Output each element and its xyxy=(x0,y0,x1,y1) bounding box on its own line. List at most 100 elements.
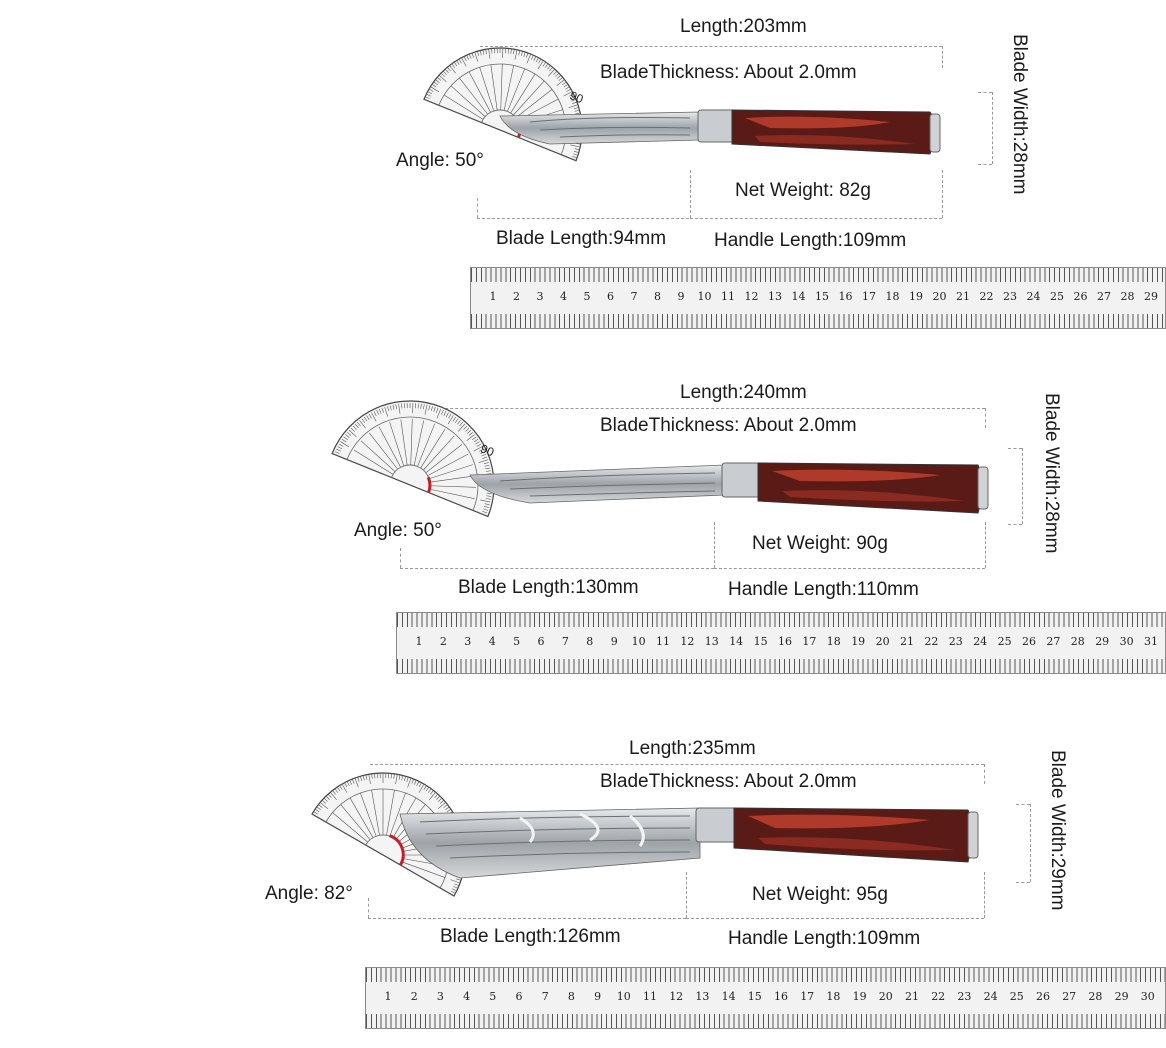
ruler-number: 8 xyxy=(654,290,661,303)
handle-length-dim-line xyxy=(690,218,942,219)
ruler-number: 27 xyxy=(1062,990,1077,1003)
ruler-number: 8 xyxy=(567,990,575,1003)
ruler-number: 26 xyxy=(1036,990,1050,1003)
ruler-number: 19 xyxy=(851,635,866,648)
ruler-number: 26 xyxy=(1073,290,1088,303)
ruler-number: 30 xyxy=(1140,990,1155,1003)
blade-thickness-label: BladeThickness: About 2.0mm xyxy=(600,771,857,792)
blade-width-dim-line xyxy=(992,92,993,164)
blade-width-label: Blade Width:29mm xyxy=(1047,750,1068,911)
ruler-number: 14 xyxy=(729,635,744,648)
ruler-number: 15 xyxy=(753,635,768,648)
blade-thickness-label: BladeThickness: About 2.0mm xyxy=(600,415,857,436)
ruler-number: 29 xyxy=(1095,635,1110,648)
ruler-number: 21 xyxy=(956,290,970,303)
ruler-number: 15 xyxy=(747,990,762,1003)
knife-panel-2: Length:240mm BladeThickness: About 2.0mm… xyxy=(331,382,1166,674)
ruler-number: 2 xyxy=(513,290,520,303)
blade-thickness-label: BladeThickness: About 2.0mm xyxy=(600,62,857,83)
ruler-number: 11 xyxy=(643,990,657,1003)
net-weight-label: Net Weight: 95g xyxy=(752,884,888,905)
ruler-number: 25 xyxy=(1050,290,1064,303)
ruler-number: 6 xyxy=(607,290,614,303)
ruler-number: 16 xyxy=(774,990,788,1003)
ruler-number: 19 xyxy=(909,290,923,303)
ruler-number: 26 xyxy=(1022,635,1036,648)
ruler-number: 27 xyxy=(1097,290,1111,303)
ruler-number: 23 xyxy=(957,990,972,1003)
ruler-number: 17 xyxy=(862,290,876,303)
ruler-number: 13 xyxy=(768,290,782,303)
blade-length-label: Blade Length:94mm xyxy=(496,228,667,249)
ruler-number: 18 xyxy=(826,635,841,648)
ruler-number: 9 xyxy=(677,290,685,303)
ruler-number: 17 xyxy=(800,990,815,1003)
ruler-number: 5 xyxy=(513,635,521,648)
knife-image xyxy=(499,109,941,155)
ruler-number: 1 xyxy=(415,635,423,648)
angle-label: Angle: 82° xyxy=(265,883,353,904)
ruler-number: 20 xyxy=(932,290,947,303)
blade-length-label: Blade Length:130mm xyxy=(458,577,639,598)
ruler-number: 5 xyxy=(583,290,591,303)
ruler-number: 17 xyxy=(802,635,817,648)
ruler-number: 18 xyxy=(826,990,841,1003)
ruler-number: 4 xyxy=(488,635,496,648)
svg-text:90: 90 xyxy=(478,441,496,459)
ruler-number: 24 xyxy=(973,635,988,648)
ruler-number: 12 xyxy=(669,990,684,1003)
ruler-number: 12 xyxy=(680,635,695,648)
ruler-number: 30 xyxy=(1119,635,1134,648)
angle-label: Angle: 50° xyxy=(354,520,442,541)
ruler-number: 19 xyxy=(852,990,867,1003)
blade-length-label: Blade Length:126mm xyxy=(440,926,621,947)
total-length-label: Length:203mm xyxy=(680,16,807,37)
ruler-number: 7 xyxy=(561,635,569,648)
ruler-number: 25 xyxy=(997,635,1012,648)
ruler-number: 8 xyxy=(586,635,594,648)
ruler-number: 20 xyxy=(875,635,890,648)
ruler-number: 9 xyxy=(594,990,602,1003)
ruler-number: 27 xyxy=(1046,635,1061,648)
knife-image xyxy=(469,462,989,514)
handle-length-label: Handle Length:110mm xyxy=(728,579,919,600)
ruler-number: 29 xyxy=(1114,990,1129,1003)
ruler-number: 23 xyxy=(1003,290,1017,303)
ruler-number: 16 xyxy=(778,635,792,648)
ruler-number: 23 xyxy=(948,635,963,648)
ruler-number: 1 xyxy=(489,290,497,303)
ruler-number: 13 xyxy=(704,635,719,648)
blade-length-dim-line xyxy=(477,218,689,219)
ruler-number: 2 xyxy=(410,990,418,1003)
ruler-number: 4 xyxy=(463,990,471,1003)
ruler-number: 15 xyxy=(815,290,829,303)
ruler-number: 1 xyxy=(384,990,392,1003)
ruler-number: 13 xyxy=(695,990,710,1003)
ruler-number: 28 xyxy=(1088,990,1103,1003)
ruler-number: 22 xyxy=(979,290,994,303)
ruler-number: 2 xyxy=(439,635,447,648)
protractor-icon: 90 xyxy=(331,400,496,518)
ruler-number: 9 xyxy=(610,635,618,648)
ruler-number: 22 xyxy=(931,990,946,1003)
ruler-number: 6 xyxy=(537,635,545,648)
ruler-number: 21 xyxy=(905,990,919,1003)
ruler-number: 29 xyxy=(1144,290,1158,303)
total-length-label: Length:235mm xyxy=(629,738,756,759)
net-weight-label: Net Weight: 82g xyxy=(735,180,871,201)
length-dim-line xyxy=(480,46,942,47)
svg-text:90: 90 xyxy=(568,88,586,106)
ruler-number: 25 xyxy=(1009,990,1024,1003)
ruler-number: 3 xyxy=(464,635,472,648)
ruler-number: 14 xyxy=(791,290,806,303)
ruler-number: 6 xyxy=(515,990,523,1003)
ruler-number: 21 xyxy=(900,635,914,648)
ruler-number: 18 xyxy=(885,290,900,303)
ruler-number: 24 xyxy=(1026,290,1041,303)
handle-length-label: Handle Length:109mm xyxy=(728,928,921,949)
ruler-number: 24 xyxy=(983,990,998,1003)
ruler-number: 3 xyxy=(536,290,544,303)
